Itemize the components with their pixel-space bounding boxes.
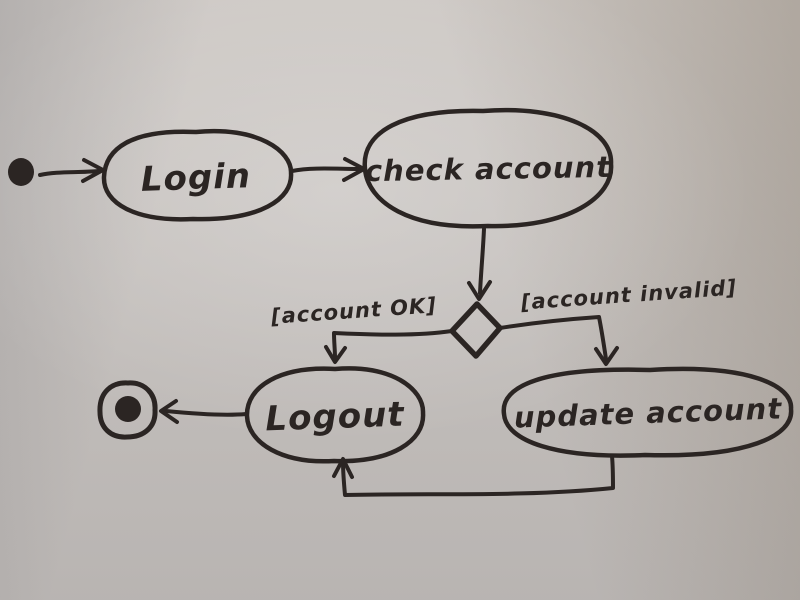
- node-check-account: check account: [362, 107, 614, 229]
- edge-login-to-check-account: [290, 157, 366, 182]
- edge-line: [290, 166, 360, 173]
- decision-diamond: [449, 301, 503, 359]
- node-initial-state: [8, 158, 34, 186]
- edge-initial-to-login: [38, 158, 105, 183]
- initial-state-dot: [8, 158, 34, 186]
- node-decision: [449, 301, 503, 359]
- edge-logout-to-final: [159, 399, 248, 424]
- edge-line: [164, 409, 248, 417]
- edge-line: [341, 454, 615, 497]
- edge-line: [478, 227, 486, 295]
- edge-decision-to-logout: [account OK]: [269, 293, 454, 364]
- final-state-dot: [115, 396, 141, 422]
- edge-line: [38, 169, 100, 177]
- logout-oval: [244, 366, 426, 464]
- login-label: Login: [140, 156, 252, 200]
- edge-update-account-to-logout: [332, 454, 615, 497]
- node-final-state: [97, 380, 158, 440]
- guard-account-invalid-label: [account invalid]: [519, 275, 738, 314]
- check-account-label: check account: [365, 150, 612, 188]
- arrowhead: [467, 280, 492, 301]
- update-account-oval: [501, 366, 794, 458]
- arrowhead: [324, 345, 347, 364]
- edge-check-account-to-decision: [467, 227, 492, 301]
- logout-label: Logout: [265, 395, 406, 440]
- edge-line: [332, 329, 454, 360]
- node-logout: Logout: [244, 366, 426, 464]
- check-account-oval: [362, 107, 614, 229]
- node-login: Login: [101, 128, 294, 222]
- arrowhead: [332, 457, 354, 479]
- arrowhead: [159, 399, 179, 424]
- arrowhead: [594, 346, 619, 366]
- edge-decision-to-update-account: [account invalid]: [498, 275, 738, 366]
- edge-line: [498, 315, 608, 361]
- update-account-label: update account: [513, 391, 783, 434]
- guard-account-ok-label: [account OK]: [269, 293, 437, 329]
- login-oval: [101, 128, 294, 222]
- final-state-ring: [97, 380, 158, 440]
- node-update-account: update account: [501, 366, 794, 458]
